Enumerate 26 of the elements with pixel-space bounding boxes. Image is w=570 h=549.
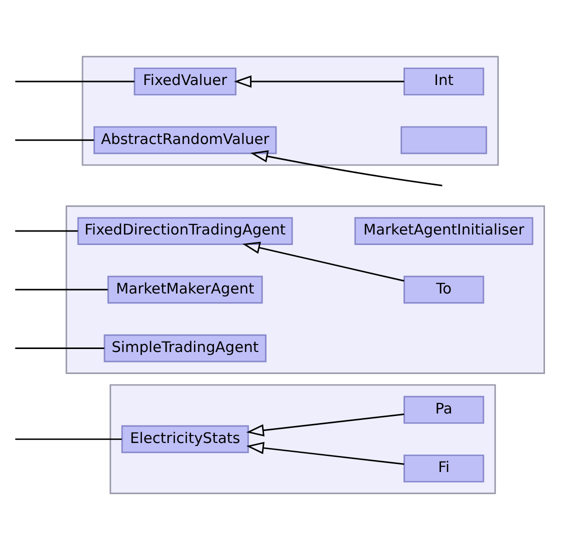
connector — [15, 347, 104, 349]
node-box: FixedDirectionTradingAgent — [77, 216, 293, 244]
node-box: AbstractRandomValuer — [94, 126, 277, 154]
node-box: Fi — [404, 454, 484, 482]
arrow — [246, 441, 404, 464]
arrow — [242, 241, 404, 282]
node-box: MarketAgentInitialiser — [354, 216, 534, 244]
node-box: MarketMakerAgent — [107, 275, 263, 304]
connector — [15, 230, 78, 232]
connector — [15, 438, 122, 440]
cluster — [66, 204, 545, 374]
node-box — [400, 126, 488, 154]
node-box: Int — [404, 67, 484, 95]
connector — [15, 138, 94, 140]
node-box: SimpleTradingAgent — [104, 334, 266, 362]
arrow — [250, 150, 442, 186]
node-box: To — [404, 275, 484, 304]
arrow — [246, 413, 404, 436]
node-box: Pa — [404, 395, 484, 424]
node-box: FixedValuer — [134, 67, 236, 95]
node-box: ElectricityStats — [121, 424, 249, 453]
connector — [15, 80, 134, 82]
cluster — [110, 384, 496, 494]
arrow — [234, 74, 404, 88]
cluster — [82, 55, 499, 166]
connector — [15, 288, 108, 290]
